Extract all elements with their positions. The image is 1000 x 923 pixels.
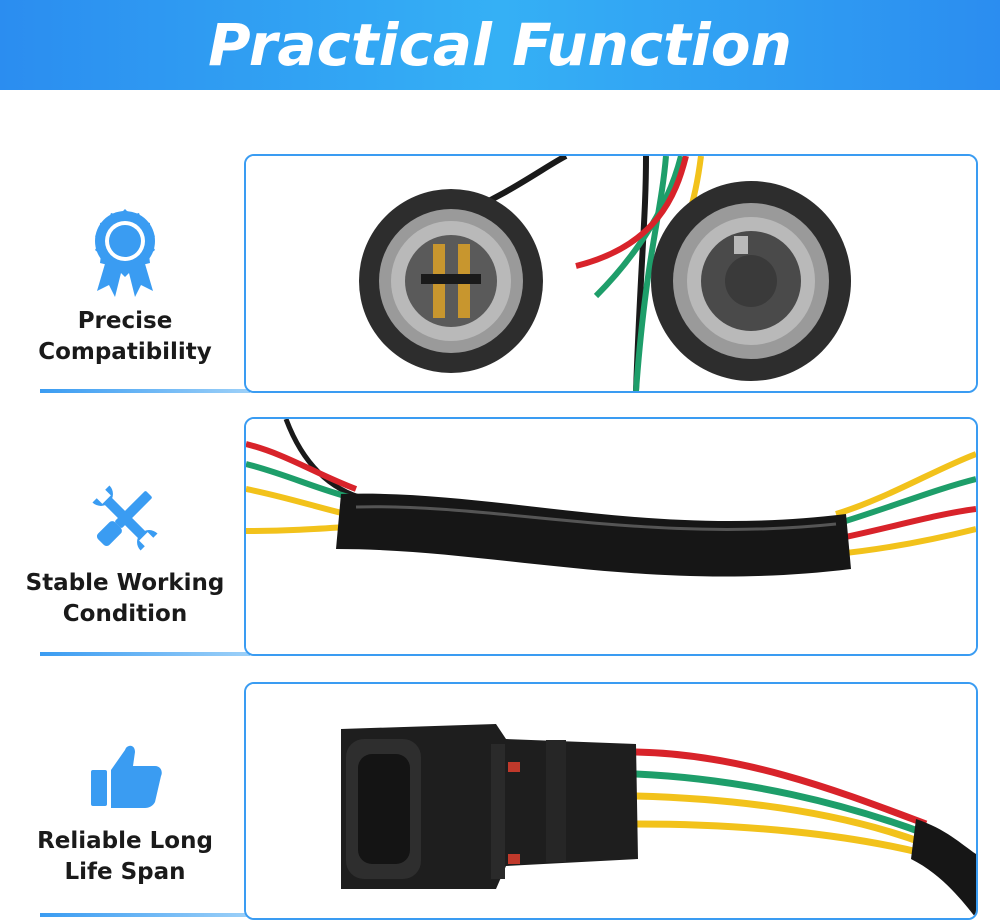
feature-label: Reliable Long Life Span: [37, 826, 213, 888]
feature-stable-working-condition: Stable Working Condition: [0, 478, 250, 630]
feature-label: Stable Working Condition: [26, 568, 225, 630]
award-ribbon-icon: [85, 205, 165, 300]
header-banner: Practical Function: [0, 0, 1000, 90]
panel-connector-plug: [244, 682, 978, 920]
feature-label-line2: Compatibility: [38, 339, 212, 365]
feature-reliable-long-life-span: Reliable Long Life Span: [0, 740, 250, 888]
wire-harness-image: [246, 419, 976, 654]
feature-underline: [40, 913, 250, 917]
feature-label-line2: Condition: [62, 601, 188, 627]
feature-label-line1: Precise: [77, 308, 173, 334]
feature-underline: [40, 652, 250, 656]
panel-bulb-sockets: [244, 154, 978, 393]
bulb-socket-image: [246, 156, 976, 391]
feature-label-line2: Life Span: [64, 859, 186, 885]
feature-underline: [40, 389, 250, 393]
wrench-screwdriver-icon: [85, 478, 165, 558]
page-title: Practical Function: [208, 11, 792, 79]
feature-label-line1: Reliable Long: [37, 828, 213, 854]
thumbs-up-icon: [85, 740, 165, 810]
panel-wire-harness: [244, 417, 978, 656]
feature-precise-compatibility: Precise Compatibility: [0, 205, 250, 368]
connector-plug-image: [246, 684, 976, 918]
feature-label: Precise Compatibility: [38, 306, 212, 368]
feature-label-line1: Stable Working: [25, 570, 225, 596]
